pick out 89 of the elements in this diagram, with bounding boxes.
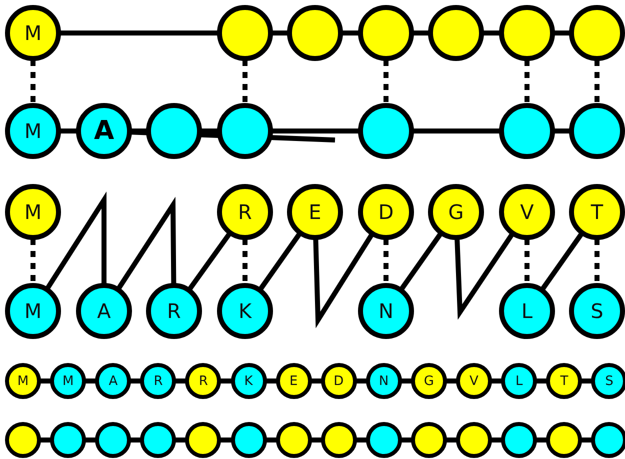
connector-line	[491, 438, 502, 442]
connector-line	[413, 30, 429, 36]
residue-circle: D	[320, 363, 357, 399]
connector-line	[581, 438, 592, 442]
connector-line	[272, 30, 288, 36]
connector-line	[266, 438, 277, 442]
residue-circle	[230, 422, 266, 458]
residue-circle: G	[410, 363, 447, 399]
residue-circle: T	[569, 184, 625, 240]
residue-circle	[591, 422, 625, 458]
residue-circle: V	[499, 184, 555, 240]
connector-line	[454, 233, 514, 320]
connector-line	[272, 128, 359, 134]
residue-circle: G	[428, 184, 484, 240]
residue-circle: K	[217, 283, 273, 339]
residue-circle: R	[146, 283, 202, 339]
residue-circle: A	[95, 363, 132, 399]
residue-circle: M	[5, 184, 61, 240]
connector-line	[413, 128, 500, 134]
connector-line	[85, 438, 96, 442]
connector-line	[400, 378, 412, 384]
dotted-line	[594, 239, 600, 284]
connector-line	[130, 378, 142, 384]
connector-line	[310, 378, 322, 384]
connector-line	[60, 128, 77, 134]
connector-line	[310, 438, 322, 442]
residue-circle: L	[501, 363, 538, 399]
residue-circle: S	[569, 283, 625, 339]
connector-line	[356, 438, 367, 442]
dotted-line	[384, 239, 388, 284]
residue-circle: M	[5, 283, 61, 339]
residue-circle: K	[230, 363, 266, 399]
connector-line	[188, 232, 232, 291]
residue-circle: A	[76, 103, 132, 159]
residue-circle: R	[217, 184, 273, 240]
connector-line	[483, 30, 500, 36]
residue-circle: E	[287, 184, 343, 240]
dotted-line	[242, 239, 248, 284]
residue-circle: E	[276, 363, 312, 399]
connector-line	[554, 30, 570, 36]
dotted-line	[30, 60, 36, 104]
connector-line	[581, 378, 592, 384]
connector-line	[446, 438, 457, 442]
dotted-line	[524, 60, 530, 104]
connector-line	[40, 438, 52, 442]
connector-line	[116, 196, 176, 290]
dotted-line	[594, 60, 600, 104]
residue-circle: R	[140, 363, 176, 399]
connector-line	[175, 378, 186, 384]
residue-circle: M	[5, 363, 41, 399]
connector-line	[356, 378, 367, 384]
dotted-line	[524, 239, 530, 284]
connector-line	[536, 378, 548, 384]
dotted-line	[30, 239, 36, 284]
connector-line	[258, 232, 302, 290]
connector-line	[554, 128, 570, 134]
connector-line	[342, 30, 359, 36]
connector-line	[446, 378, 457, 384]
connector-line	[85, 378, 96, 384]
connector-line	[60, 30, 218, 36]
residue-circle	[5, 422, 41, 458]
connector-line	[540, 232, 584, 290]
residue-circle: V	[456, 363, 492, 399]
residue-circle: A	[76, 283, 132, 339]
dotted-line	[242, 60, 248, 104]
residue-circle: D	[358, 184, 414, 240]
connector-line	[220, 438, 232, 442]
residue-circle: M	[50, 363, 86, 399]
dotted-line	[384, 60, 388, 104]
connector-line	[130, 438, 142, 442]
residue-circle: M	[5, 5, 61, 61]
residue-circle: N	[358, 283, 414, 339]
connector-line	[491, 378, 502, 384]
connector-line	[313, 233, 374, 328]
connector-line	[220, 378, 232, 384]
residue-circle: R	[185, 363, 222, 399]
connector-line	[536, 438, 548, 442]
residue-circle: N	[366, 363, 402, 399]
connector-line	[40, 378, 52, 384]
connector-line	[45, 191, 106, 290]
residue-circle: M	[5, 103, 61, 159]
connector-line	[400, 438, 412, 442]
connector-line	[400, 232, 442, 290]
connector-line	[175, 438, 186, 442]
residue-circle: L	[499, 283, 555, 339]
connector-line	[201, 128, 218, 134]
residue-circle: S	[591, 363, 625, 399]
residue-circle: T	[546, 363, 582, 399]
connector-line	[266, 378, 277, 384]
